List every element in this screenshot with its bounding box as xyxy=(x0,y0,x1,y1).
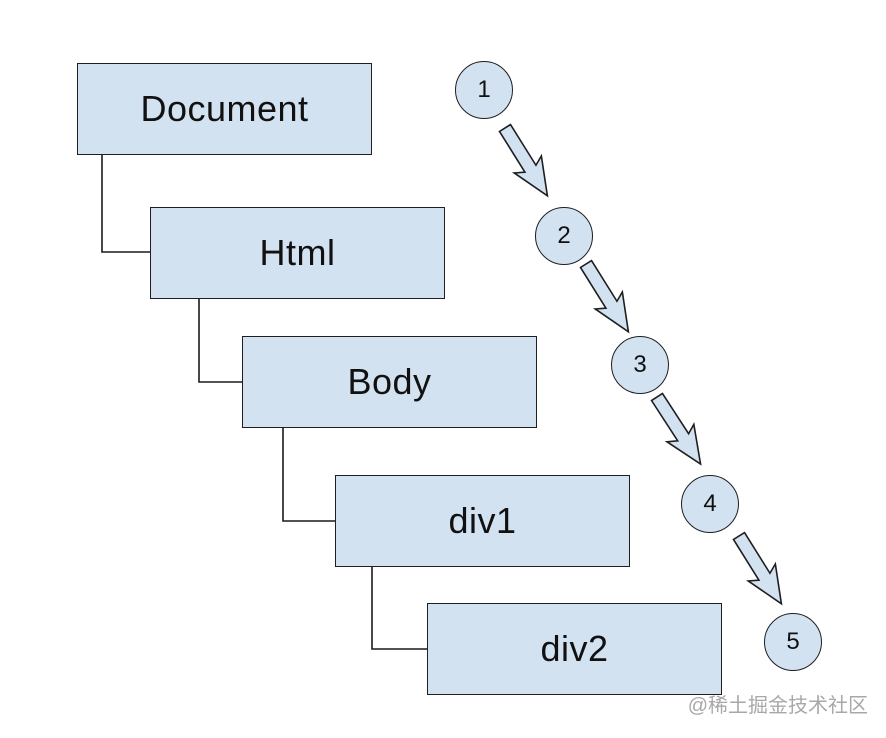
node-document: Document xyxy=(77,63,372,155)
step-circle-1: 1 xyxy=(455,61,513,119)
connector-html-body xyxy=(198,299,242,383)
connector-div1-div2 xyxy=(371,567,427,650)
step-circle-2: 2 xyxy=(535,207,593,265)
node-document-label: Document xyxy=(140,88,309,129)
arrow-step-2-3 xyxy=(579,259,630,334)
node-html: Html xyxy=(150,207,445,299)
step-circle-1-label: 1 xyxy=(477,76,491,103)
node-div2: div2 xyxy=(427,603,722,695)
node-html-label: Html xyxy=(259,232,336,273)
step-circle-5: 5 xyxy=(764,613,822,671)
connector-body-div1 xyxy=(282,428,335,522)
node-div2-label: div2 xyxy=(540,628,609,669)
node-body: Body xyxy=(242,336,537,428)
step-circle-3: 3 xyxy=(611,336,669,394)
node-div1: div1 xyxy=(335,475,630,567)
arrow-step-1-2 xyxy=(498,123,549,198)
arrow-step-3-4 xyxy=(650,392,702,466)
step-circle-2-label: 2 xyxy=(557,222,571,249)
node-div1-label: div1 xyxy=(448,500,517,541)
step-circle-3-label: 3 xyxy=(633,351,647,378)
step-circle-5-label: 5 xyxy=(786,628,800,655)
step-circle-4-label: 4 xyxy=(703,490,717,517)
connector-document-html xyxy=(101,155,150,253)
arrow-step-4-5 xyxy=(732,531,783,606)
step-circle-4: 4 xyxy=(681,475,739,533)
watermark-text: @稀土掘金技术社区 xyxy=(687,695,868,717)
node-body-label: Body xyxy=(347,361,432,402)
